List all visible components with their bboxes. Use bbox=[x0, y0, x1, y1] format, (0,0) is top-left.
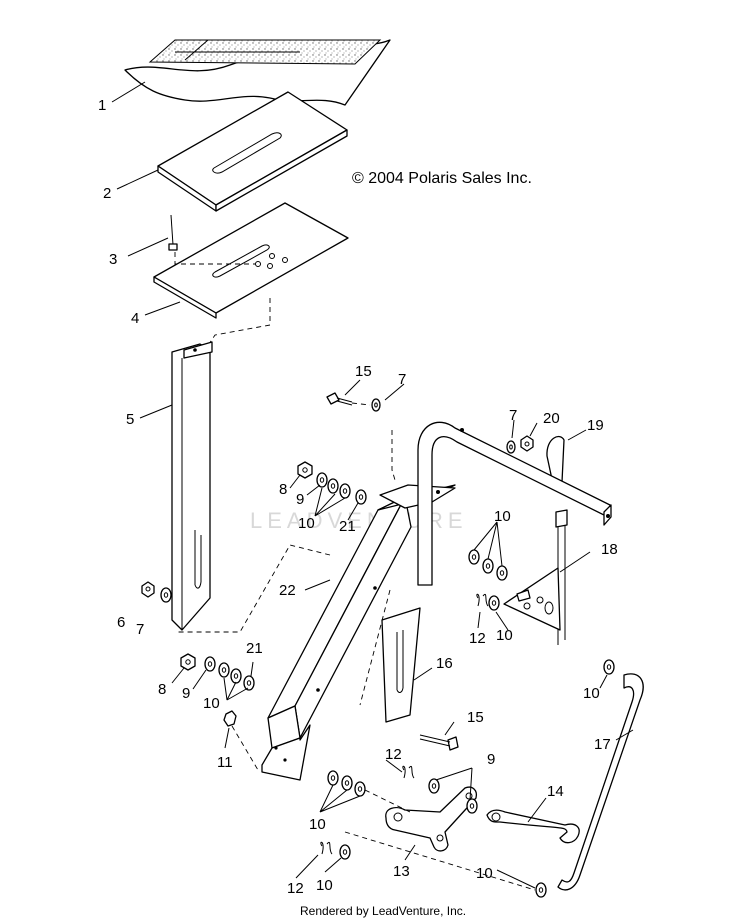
callout-15-top: 15 bbox=[355, 363, 372, 380]
callout-4: 4 bbox=[131, 310, 139, 327]
part-18-shift-bracket bbox=[503, 509, 568, 645]
part-7-washer-top bbox=[371, 398, 381, 412]
part-10-washer-mid-right bbox=[488, 595, 500, 611]
hardware-cluster-bottom bbox=[320, 770, 411, 860]
callout-16: 16 bbox=[436, 655, 453, 672]
callout-11: 11 bbox=[217, 754, 233, 771]
hardware-cluster-upper bbox=[297, 461, 367, 505]
footer-credit: Rendered by LeadVenture, Inc. bbox=[300, 904, 467, 918]
callout-labels: 1 2 3 4 5 6 7 7 7 8 8 9 9 9 10 10 10 10 … bbox=[98, 97, 618, 897]
callout-10-left: 10 bbox=[203, 695, 220, 712]
callout-10-upper-right: 10 bbox=[494, 508, 511, 525]
callout-14: 14 bbox=[547, 783, 564, 800]
callout-17: 17 bbox=[594, 736, 611, 753]
callout-7-right: 7 bbox=[509, 407, 517, 424]
part-1-floor-mat bbox=[124, 39, 391, 106]
callout-7-top: 7 bbox=[398, 371, 406, 388]
callout-2: 2 bbox=[103, 185, 111, 202]
part-7-washer-right bbox=[506, 440, 516, 454]
part-16-side-plate bbox=[381, 607, 421, 723]
handle-tube-frame bbox=[391, 421, 612, 586]
callout-6: 6 bbox=[117, 614, 125, 631]
copyright-notice: © 2004 Polaris Sales Inc. bbox=[352, 170, 532, 187]
part-12-cotter-pin-upper bbox=[476, 593, 489, 607]
callout-7-left: 7 bbox=[136, 621, 144, 638]
leader-lines bbox=[111, 81, 634, 889]
part-6-nut bbox=[141, 581, 155, 598]
callout-10-rod-bottom: 10 bbox=[476, 865, 493, 882]
hardware-cluster-lower bbox=[180, 653, 255, 691]
callout-12-upper: 12 bbox=[469, 630, 486, 647]
callout-8-upper: 8 bbox=[279, 481, 287, 498]
part-11-grease-fitting bbox=[223, 710, 259, 771]
part-15-bolt-top bbox=[326, 392, 371, 406]
callout-18: 18 bbox=[601, 541, 618, 558]
callout-9-right: 9 bbox=[487, 751, 495, 768]
part-2-top-plate bbox=[157, 91, 348, 212]
part-7-washer-left bbox=[160, 587, 172, 603]
callout-3: 3 bbox=[109, 251, 117, 268]
callout-10-mid-right: 10 bbox=[496, 627, 513, 644]
callout-1: 1 bbox=[98, 97, 106, 114]
callout-8-lower: 8 bbox=[158, 681, 166, 698]
callout-10-bottom-cluster: 10 bbox=[309, 816, 326, 833]
part-19-knob bbox=[546, 435, 565, 485]
callout-22: 22 bbox=[279, 582, 296, 599]
part-10-washers-upper bbox=[468, 549, 508, 581]
callout-15-lower: 15 bbox=[467, 709, 484, 726]
callout-21-upper: 21 bbox=[339, 518, 356, 535]
callout-9-lower: 9 bbox=[182, 685, 190, 702]
part-5-vertical-bracket bbox=[171, 341, 213, 631]
part-20-nut bbox=[520, 435, 534, 452]
part-9-washers-lower bbox=[428, 778, 478, 814]
part-15-bolt-lower bbox=[419, 734, 459, 751]
callout-10-upper-left: 10 bbox=[298, 515, 315, 532]
callout-20: 20 bbox=[543, 410, 560, 427]
part-17-long-rod bbox=[344, 659, 644, 898]
part-12-cotter-pin-mid bbox=[402, 765, 415, 779]
callout-9-upper: 9 bbox=[296, 491, 304, 508]
callout-10-bottom: 10 bbox=[316, 877, 333, 894]
callout-21-lower: 21 bbox=[246, 640, 263, 657]
callout-12-mid: 12 bbox=[385, 746, 402, 763]
part-14-link-rod bbox=[486, 809, 580, 844]
callout-5: 5 bbox=[126, 411, 134, 428]
part-4-support-plate bbox=[153, 202, 349, 351]
part-3-rivet bbox=[168, 214, 255, 265]
part-13-lower-bracket bbox=[385, 786, 478, 852]
callout-19: 19 bbox=[587, 417, 604, 434]
callout-10-rod-top: 10 bbox=[583, 685, 600, 702]
callout-12-bottom: 12 bbox=[287, 880, 304, 897]
callout-13: 13 bbox=[393, 863, 410, 880]
